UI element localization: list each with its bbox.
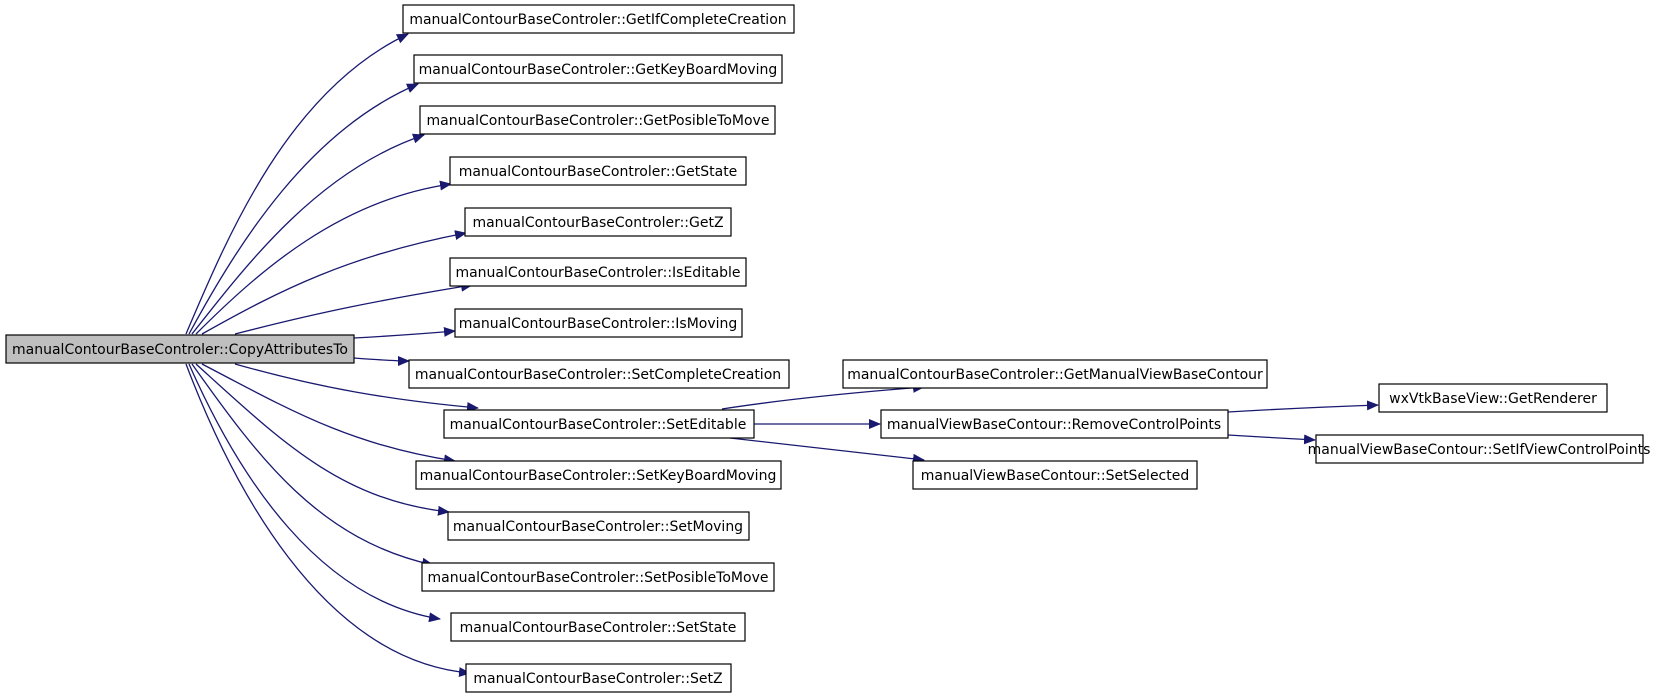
node-getposibletomove[interactable]: manualContourBaseControler::GetPosibleTo… — [419, 105, 776, 135]
node-getrenderer[interactable]: wxVtkBaseView::GetRenderer — [1378, 383, 1608, 413]
node-seteditable[interactable]: manualContourBaseControler::SetEditable — [443, 409, 755, 439]
node-label: manualContourBaseControler::GetPosibleTo… — [427, 113, 770, 129]
node-label: manualContourBaseControler::SetCompleteC… — [415, 367, 781, 383]
node-setselected[interactable]: manualViewBaseContour::SetSelected — [912, 460, 1198, 490]
edge-copyattributesto-getz — [201, 230, 467, 335]
node-getkeyboardmoving[interactable]: manualContourBaseControler::GetKeyBoardM… — [413, 54, 783, 84]
edge-copyattributesto-setkeyboardmoving — [201, 363, 456, 465]
node-setcompletecreation[interactable]: manualContourBaseControler::SetCompleteC… — [408, 359, 790, 389]
edge-copyattributesto-setmoving — [195, 363, 450, 516]
node-setifviewcontrolpoints[interactable]: manualViewBaseContour::SetIfViewControlP… — [1308, 434, 1651, 464]
edge-copyattributesto-setposibletomove — [191, 363, 434, 568]
node-setmoving[interactable]: manualContourBaseControler::SetMoving — [447, 511, 750, 541]
edge-copyattributesto-getstate — [195, 180, 452, 335]
edge-copyattributesto-setz — [185, 363, 471, 678]
node-removecontrolpoints[interactable]: manualViewBaseContour::RemoveControlPoin… — [880, 409, 1229, 439]
node-label: manualContourBaseControler::GetZ — [472, 215, 723, 231]
edge-seteditable-setselected — [729, 437, 925, 464]
edge-copyattributesto-setcompletecreation — [353, 355, 410, 366]
node-label: manualContourBaseControler::SetKeyBoardM… — [420, 468, 777, 484]
node-getstate[interactable]: manualContourBaseControler::GetState — [449, 156, 747, 186]
node-label: manualContourBaseControler::SetState — [460, 620, 737, 636]
node-label: manualContourBaseControler::IsEditable — [455, 265, 740, 281]
edge-copyattributesto-setstate — [188, 363, 441, 623]
edge-copyattributesto-seteditable — [234, 363, 479, 412]
node-getmanualviewbasecontour[interactable]: manualContourBaseControler::GetManualVie… — [842, 359, 1268, 389]
node-setposibletomove[interactable]: manualContourBaseControler::SetPosibleTo… — [421, 562, 775, 592]
node-getifcompletecreation[interactable]: manualContourBaseControler::GetIfComplet… — [402, 4, 795, 34]
edge-copyattributesto-getkeyboardmoving — [188, 83, 419, 335]
node-label: manualContourBaseControler::GetIfComplet… — [409, 12, 786, 28]
node-ismoving[interactable]: manualContourBaseControler::IsMoving — [454, 308, 743, 338]
edge-seteditable-getmanualviewbasecontour — [721, 382, 925, 410]
node-copyattributesto[interactable]: manualContourBaseControler::CopyAttribut… — [5, 334, 355, 364]
node-iseditable[interactable]: manualContourBaseControler::IsEditable — [449, 257, 747, 287]
root-edges — [185, 33, 479, 678]
edge-copyattributesto-getifcompletecreation — [185, 33, 409, 335]
node-label: manualContourBaseControler::GetManualVie… — [847, 367, 1263, 383]
node-label: manualContourBaseControler::SetMoving — [453, 519, 743, 535]
node-label: manualContourBaseControler::IsMoving — [459, 316, 738, 332]
edge-copyattributesto-ismoving — [353, 326, 456, 339]
node-label: manualContourBaseControler::CopyAttribut… — [12, 342, 348, 358]
removecontrolpoints-edges — [1227, 400, 1379, 445]
node-label: manualViewBaseContour::SetIfViewControlP… — [1308, 442, 1651, 458]
edge-removecontrolpoints-setifviewcontrolpoints — [1227, 434, 1316, 445]
edge-copyattributesto-iseditable — [234, 281, 473, 335]
node-label: manualViewBaseContour::SetSelected — [921, 468, 1190, 484]
node-getz[interactable]: manualContourBaseControler::GetZ — [464, 207, 732, 237]
node-setstate[interactable]: manualContourBaseControler::SetState — [450, 612, 746, 642]
node-label: manualContourBaseControler::GetKeyBoardM… — [419, 62, 778, 78]
edge-copyattributesto-getposibletomove — [191, 133, 425, 335]
node-label: manualContourBaseControler::SetZ — [473, 671, 722, 687]
node-label: manualContourBaseControler::GetState — [459, 164, 738, 180]
node-label: wxVtkBaseView::GetRenderer — [1389, 391, 1597, 407]
edge-removecontrolpoints-getrenderer — [1227, 400, 1379, 413]
node-label: manualContourBaseControler::SetPosibleTo… — [428, 570, 769, 586]
node-label: manualContourBaseControler::SetEditable — [450, 417, 747, 433]
node-setkeyboardmoving[interactable]: manualContourBaseControler::SetKeyBoardM… — [415, 460, 782, 490]
node-label: manualViewBaseContour::RemoveControlPoin… — [887, 417, 1221, 433]
seteditable-edges — [721, 382, 925, 464]
node-setz[interactable]: manualContourBaseControler::SetZ — [465, 663, 732, 693]
